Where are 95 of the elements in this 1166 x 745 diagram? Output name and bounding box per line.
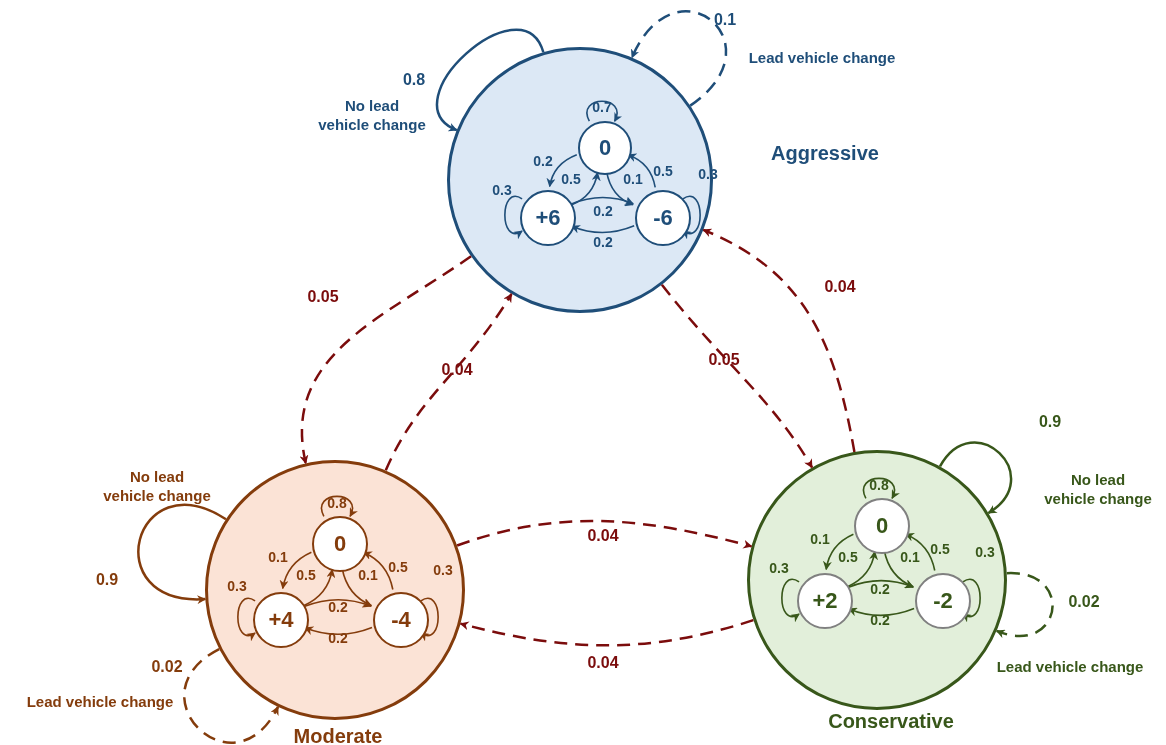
arrow [570, 196, 635, 206]
edge-label: 0.3 [769, 561, 789, 577]
self-loop-arrow [586, 100, 622, 122]
state-circle [520, 190, 576, 246]
cluster-title: Conservative [828, 709, 954, 733]
edge-label: 0.02 [151, 658, 183, 676]
edge-label: 0.05 [307, 288, 339, 306]
edge-label: 0.2 [328, 600, 348, 616]
state-circle [373, 592, 429, 648]
edge-label: 0.1 [623, 172, 643, 188]
edge-label: 0.5 [561, 172, 581, 188]
edge-label: 0.2 [593, 235, 613, 251]
edge-label: 0.2 [533, 154, 553, 170]
state-label: +6 [535, 205, 561, 231]
edge-label: 0.9 [1038, 413, 1062, 431]
edge-label: 0.5 [838, 550, 858, 566]
transition-note: Lead vehicle change [995, 657, 1145, 677]
edge-label: 0.8 [402, 71, 426, 89]
arrow [302, 568, 336, 607]
edge-label: 0.1 [713, 11, 737, 29]
state-circle [312, 516, 368, 572]
edge-label: 0.05 [708, 351, 740, 369]
self-loop-arrow [862, 477, 900, 500]
state-label: 0 [333, 531, 347, 557]
edge-label: 0.04 [824, 278, 856, 296]
edge-label: 0.3 [975, 545, 995, 561]
arrow [846, 550, 878, 588]
cluster-title: Aggressive [771, 141, 879, 165]
edge-label: 0.1 [900, 550, 920, 566]
self-loop-arrow [436, 28, 545, 132]
edge-label: 0.1 [268, 550, 288, 566]
edge-label: 0.9 [95, 571, 119, 589]
transition-note: Lead vehicle change [747, 48, 897, 68]
transition-note: Lead vehicle change [25, 692, 175, 712]
edge-label: 0.04 [587, 527, 619, 545]
self-loop-arrow [939, 441, 1013, 515]
state-circle [797, 573, 853, 629]
cluster-title: Moderate [293, 724, 383, 745]
transition-note: No lead vehicle change [1043, 471, 1153, 509]
state-label: 0 [875, 513, 889, 539]
arrow [300, 255, 472, 465]
arrow [570, 171, 601, 206]
arrow [546, 153, 578, 188]
edge-label: 0.3 [433, 563, 453, 579]
arrow [303, 598, 372, 608]
arrow [823, 533, 855, 571]
edge-label: 0.02 [1068, 593, 1100, 611]
transition-note: No lead vehicle change [102, 468, 212, 506]
edge-label: 0.8 [869, 478, 889, 494]
edge-label: 0.2 [593, 204, 613, 220]
edge-label: 0.5 [388, 560, 408, 576]
edge-label: 0.1 [358, 568, 378, 584]
edge-label: 0.04 [441, 361, 473, 379]
edge-label: 0.3 [227, 579, 247, 595]
state-circle [635, 190, 691, 246]
edge-label: 0.3 [492, 183, 512, 199]
self-loop-arrow [320, 495, 358, 518]
arrow [279, 551, 313, 590]
self-loop-arrow [504, 195, 523, 239]
self-loop-arrow [781, 578, 800, 622]
state-label: 0 [598, 135, 612, 161]
edge-label: 0.8 [327, 496, 347, 512]
arrow [660, 284, 814, 469]
state-label: -4 [391, 607, 411, 633]
self-loop-arrow [995, 571, 1054, 638]
self-loop-arrow [183, 648, 280, 744]
arrow [702, 228, 856, 453]
self-loop-arrow [682, 195, 701, 239]
transition-note: No lead vehicle change [317, 97, 427, 135]
edge-label: 0.1 [810, 532, 830, 548]
edge-label: 0.2 [328, 631, 348, 647]
arrow [456, 519, 753, 549]
edge-label: 0.5 [930, 542, 950, 558]
state-label: +4 [268, 607, 294, 633]
edge-label: 0.5 [653, 164, 673, 180]
state-circle [578, 121, 632, 175]
state-label: -2 [933, 588, 953, 614]
self-loop-arrow [630, 10, 727, 107]
edge-label: 0.2 [870, 613, 890, 629]
arrow [384, 293, 513, 471]
state-circle [854, 498, 910, 554]
arrow [848, 607, 915, 617]
state-label: +2 [812, 588, 838, 614]
edge-label: 0.5 [296, 568, 316, 584]
edge-label: 0.04 [587, 654, 619, 672]
self-loop-arrow [137, 503, 227, 604]
state-circle [253, 592, 309, 648]
self-loop-arrow [962, 578, 981, 622]
arrow [847, 579, 914, 589]
self-loop-arrow [420, 597, 439, 641]
self-loop-arrow [237, 597, 256, 641]
arrow [459, 618, 754, 647]
edge-label: 0.2 [870, 582, 890, 598]
state-label: -6 [653, 205, 673, 231]
state-circle [915, 573, 971, 629]
